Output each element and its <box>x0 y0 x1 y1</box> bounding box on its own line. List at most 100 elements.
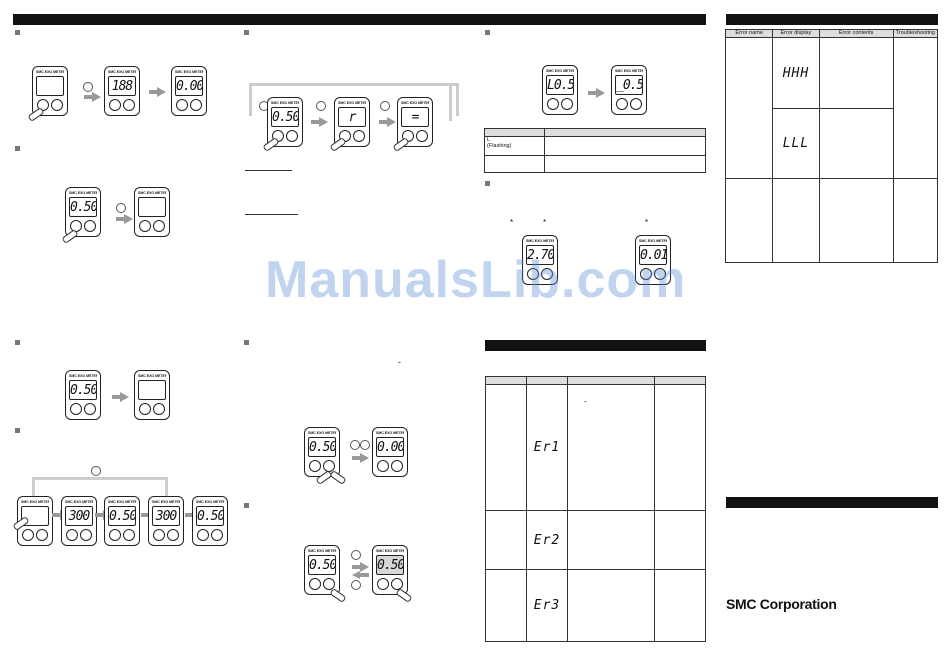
meter-button-left[interactable] <box>109 99 121 111</box>
meter-screen: 0.50 <box>108 506 136 526</box>
table-cell <box>544 155 706 173</box>
table-cell <box>724 37 774 179</box>
display-value: 0.50 <box>70 200 97 215</box>
meter-button-left[interactable] <box>640 268 652 280</box>
header-troubleshooting: Troubleshooting <box>892 29 939 38</box>
meter-device: SMC EXO METER <box>134 370 170 420</box>
meter-button-left[interactable] <box>309 460 321 472</box>
meter-button-right[interactable] <box>561 98 573 110</box>
meter-button-right[interactable] <box>51 99 63 111</box>
meter-button-right[interactable] <box>323 578 335 590</box>
meter-button-right[interactable] <box>153 220 165 232</box>
meter-button-right[interactable] <box>36 529 48 541</box>
meter-button-left[interactable] <box>66 529 78 541</box>
section-bullet <box>15 340 20 345</box>
error-code-table: Er1 - Er2 Er3 <box>485 375 706 643</box>
meter-device: SMC EXO METER 0.50 <box>304 545 340 595</box>
finger-icon <box>329 137 347 152</box>
underline-rule <box>245 214 298 215</box>
circle-mark <box>351 580 361 590</box>
meter-button-right[interactable] <box>353 130 365 142</box>
meter-button-left[interactable] <box>70 403 82 415</box>
header-error-display: Error display <box>772 29 820 38</box>
finger-icon <box>392 137 410 152</box>
meter-button-right[interactable] <box>80 529 92 541</box>
dash-mark: - <box>398 357 401 367</box>
meter-button-right[interactable] <box>286 130 298 142</box>
display-value: 0.00 <box>176 79 203 94</box>
meter-button-left[interactable] <box>109 529 121 541</box>
meter-screen <box>138 197 166 217</box>
meter-logo: SMC EXO METER <box>338 101 366 105</box>
error-code-er3: Er3 <box>533 597 561 613</box>
table-cell <box>892 178 939 263</box>
meter-device: SMC EXO METER 0.00 <box>372 427 408 477</box>
meter-screen: 0.00 <box>376 437 404 457</box>
meter-screen: r 10.0 <box>338 107 366 127</box>
meter-button-right[interactable] <box>391 460 403 472</box>
meter-button-right[interactable] <box>211 529 223 541</box>
meter-button-left[interactable] <box>616 98 628 110</box>
underline-rule <box>245 170 292 171</box>
meter-button-right[interactable] <box>123 99 135 111</box>
meter-logo: SMC EXO METER <box>615 69 643 73</box>
meter-button-left[interactable] <box>153 529 165 541</box>
meter-button-left[interactable] <box>309 578 321 590</box>
meter-button-left[interactable] <box>377 578 389 590</box>
meter-screen: 188 <box>108 76 136 96</box>
display-value: 0.01 <box>640 248 667 263</box>
meter-logo: SMC EXO METER <box>639 239 667 243</box>
meter-device: SMC EXO METER 300 <box>61 496 97 546</box>
section-bullet <box>485 30 490 35</box>
error-display-hhh: HHH <box>782 65 810 81</box>
arrow-right-icon <box>116 214 133 224</box>
display-value: 2.70 <box>527 248 554 263</box>
meter-button-left[interactable] <box>22 529 34 541</box>
meter-button-right[interactable] <box>416 130 428 142</box>
watermark: ManualsLib.com <box>265 251 687 309</box>
meter-button-right[interactable] <box>630 98 642 110</box>
meter-button-right[interactable] <box>84 403 96 415</box>
meter-button-right[interactable] <box>167 529 179 541</box>
meter-device: SMC EXO METER <box>134 187 170 237</box>
meter-screen: _0.50 <box>615 75 643 95</box>
table-cell: HHH <box>772 37 820 109</box>
meter-button-left[interactable] <box>139 220 151 232</box>
meter-device: SMC EXO METER <box>17 496 53 546</box>
meter-button-right[interactable] <box>654 268 666 280</box>
star-mark: * <box>510 218 514 227</box>
meter-button-left[interactable] <box>197 529 209 541</box>
display-value: 0.50 <box>197 509 224 524</box>
circle-mark <box>351 550 361 560</box>
meter-button-right[interactable] <box>190 99 202 111</box>
meter-button-right[interactable] <box>153 403 165 415</box>
table-cell <box>544 136 706 156</box>
meter-device: SMC EXO METER 2.70 <box>522 235 558 285</box>
meter-button-right[interactable] <box>123 529 135 541</box>
section-bullet <box>485 181 490 186</box>
meter-logo: SMC EXO METER <box>376 431 404 435</box>
table-header-cell <box>567 375 655 386</box>
meter-logo: SMC EXO METER <box>526 239 554 243</box>
table-cell: Er2 <box>526 510 568 570</box>
meter-button-right[interactable] <box>391 578 403 590</box>
meter-button-right[interactable] <box>84 220 96 232</box>
meter-button-left[interactable] <box>547 98 559 110</box>
section-bar-errors <box>485 340 706 351</box>
error-code-er2: Er2 <box>533 532 561 548</box>
finger-icon <box>262 137 280 152</box>
meter-button-right[interactable] <box>541 268 553 280</box>
meter-screen: 2.70 <box>526 245 554 265</box>
meter-button-left[interactable] <box>176 99 188 111</box>
meter-screen: 0.50 <box>308 437 336 457</box>
table-cell <box>818 108 894 179</box>
display-value: 300 <box>155 509 177 524</box>
meter-button-left[interactable] <box>527 268 539 280</box>
meter-device: SMC EXO METER 0.50 <box>372 545 408 595</box>
table-header-cell <box>654 375 706 386</box>
meter-logo: SMC EXO METER <box>36 70 64 74</box>
meter-button-left[interactable] <box>139 403 151 415</box>
meter-button-left[interactable] <box>377 460 389 472</box>
display-value: = 10.0 <box>402 110 428 126</box>
table-cell <box>654 568 706 643</box>
